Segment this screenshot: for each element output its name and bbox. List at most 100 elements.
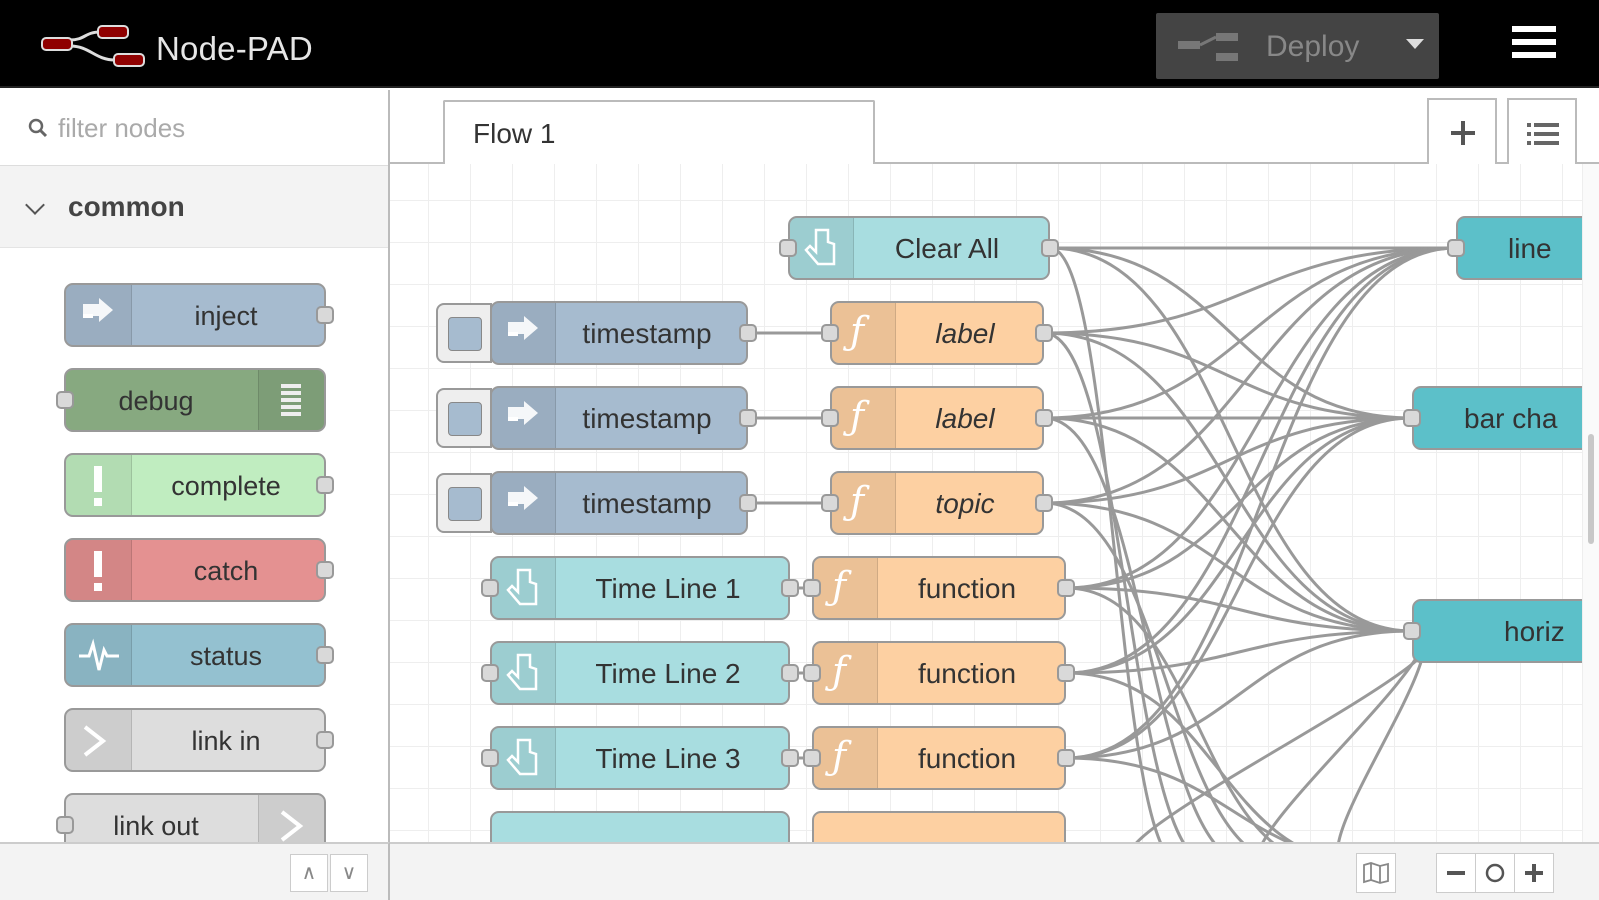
output-port[interactable] — [781, 749, 799, 767]
input-port[interactable] — [821, 324, 839, 342]
node-time-line-button[interactable]: Time Line 1 — [481, 556, 799, 620]
node-horizontal-chart[interactable]: horiz — [1403, 599, 1582, 663]
inject-trigger-button[interactable] — [436, 473, 492, 533]
wire[interactable] — [1065, 671, 1370, 842]
wire[interactable] — [1049, 246, 1413, 633]
output-port[interactable] — [1041, 239, 1059, 257]
wire[interactable] — [1065, 416, 1413, 760]
output-port[interactable] — [316, 731, 334, 749]
output-port[interactable] — [1057, 749, 1075, 767]
wire[interactable] — [1065, 246, 1457, 675]
node-function[interactable] — [812, 811, 1066, 842]
collapse-all-button[interactable]: ∧ — [290, 854, 328, 892]
input-port[interactable] — [779, 239, 797, 257]
palette-node-status[interactable]: status — [64, 623, 334, 687]
output-port[interactable] — [1035, 324, 1053, 342]
main-menu-icon[interactable] — [1512, 26, 1556, 62]
deploy-dropdown-icon[interactable] — [1406, 39, 1424, 49]
palette-node-link-in[interactable]: link in — [64, 708, 334, 772]
node-icon-cell — [492, 728, 556, 788]
wire[interactable] — [1065, 629, 1413, 675]
wire[interactable] — [1065, 756, 1400, 842]
wire[interactable] — [1043, 501, 1290, 842]
input-port[interactable] — [821, 494, 839, 512]
node-timestamp[interactable]: timestamp — [490, 386, 757, 450]
zoom-out-button[interactable] — [1436, 853, 1476, 893]
filter-nodes-input[interactable] — [56, 108, 366, 148]
wire[interactable] — [1065, 586, 1330, 842]
output-port[interactable] — [739, 494, 757, 512]
input-port[interactable] — [1403, 622, 1421, 640]
palette-node-complete[interactable]: complete — [64, 453, 334, 517]
palette-node-inject[interactable]: inject — [64, 283, 334, 347]
palette-node-debug[interactable]: debug — [56, 368, 326, 432]
wire[interactable] — [1043, 416, 1413, 633]
canvas-vertical-scrollbar[interactable] — [1582, 164, 1599, 842]
input-port[interactable] — [481, 579, 499, 597]
wire[interactable] — [1065, 416, 1413, 675]
input-port[interactable] — [56, 391, 74, 409]
wire[interactable] — [1043, 331, 1210, 842]
wire[interactable] — [1043, 331, 1413, 633]
expand-all-button[interactable]: ∨ — [330, 854, 368, 892]
wire[interactable] — [1065, 246, 1457, 760]
input-port[interactable] — [481, 749, 499, 767]
input-port[interactable] — [821, 409, 839, 427]
inject-trigger-button[interactable] — [436, 303, 492, 363]
list-flows-button[interactable] — [1507, 98, 1577, 164]
input-port[interactable] — [803, 579, 821, 597]
output-port[interactable] — [781, 664, 799, 682]
wire[interactable] — [1043, 246, 1457, 335]
input-port[interactable] — [803, 749, 821, 767]
zoom-reset-button[interactable] — [1475, 853, 1515, 893]
wire[interactable] — [1043, 416, 1250, 842]
output-port[interactable] — [316, 646, 334, 664]
scrollbar-thumb[interactable] — [1588, 434, 1594, 544]
inject-trigger-button[interactable] — [436, 388, 492, 448]
input-port[interactable] — [1447, 239, 1465, 257]
wire[interactable] — [1065, 246, 1457, 590]
node-time-line-button[interactable]: Time Line 2 — [481, 641, 799, 705]
wire[interactable] — [1065, 629, 1413, 760]
output-port[interactable] — [1057, 579, 1075, 597]
wire[interactable] — [1043, 331, 1413, 420]
node-function[interactable]: ƒ function — [803, 556, 1075, 620]
add-flow-button[interactable] — [1427, 98, 1497, 164]
node-clear-all[interactable]: Clear All — [779, 216, 1059, 280]
output-port[interactable] — [316, 476, 334, 494]
flow-canvas[interactable]: Clear All timestamp timestamp timest — [390, 164, 1582, 842]
palette-node-catch[interactable]: catch — [64, 538, 334, 602]
node-function-label[interactable]: ƒ label — [821, 386, 1053, 450]
node-function-topic[interactable]: ƒ topic — [821, 471, 1053, 535]
input-port[interactable] — [1403, 409, 1421, 427]
output-port[interactable] — [739, 409, 757, 427]
node-function-label[interactable]: ƒ label — [821, 301, 1053, 365]
zoom-in-button[interactable] — [1514, 853, 1554, 893]
output-port[interactable] — [781, 579, 799, 597]
node-timestamp[interactable]: timestamp — [490, 471, 757, 535]
wire[interactable] — [1049, 246, 1413, 420]
output-port[interactable] — [1057, 664, 1075, 682]
wire[interactable] — [1043, 246, 1457, 420]
node-time-line-button[interactable] — [490, 811, 790, 842]
node-line-chart[interactable]: line — [1447, 216, 1582, 280]
node-label: function — [917, 743, 1017, 774]
deploy-button[interactable]: Deploy — [1156, 13, 1439, 79]
node-function[interactable]: ƒ function — [803, 641, 1075, 705]
tab-flow-1[interactable]: Flow 1 — [443, 100, 875, 166]
input-port[interactable] — [803, 664, 821, 682]
node-timestamp[interactable]: timestamp — [490, 301, 757, 365]
output-port[interactable] — [1035, 494, 1053, 512]
output-port[interactable] — [316, 561, 334, 579]
category-common-header[interactable]: common — [0, 166, 388, 248]
output-port[interactable] — [316, 306, 334, 324]
output-port[interactable] — [739, 324, 757, 342]
node-function[interactable]: ƒ function — [803, 726, 1075, 790]
input-port[interactable] — [56, 816, 74, 834]
output-port[interactable] — [1035, 409, 1053, 427]
node-bar-chart[interactable]: bar cha — [1403, 386, 1582, 450]
input-port[interactable] — [481, 664, 499, 682]
node-time-line-button[interactable]: Time Line 3 — [481, 726, 799, 790]
wire[interactable] — [1043, 246, 1457, 505]
navigator-button[interactable] — [1356, 853, 1396, 893]
